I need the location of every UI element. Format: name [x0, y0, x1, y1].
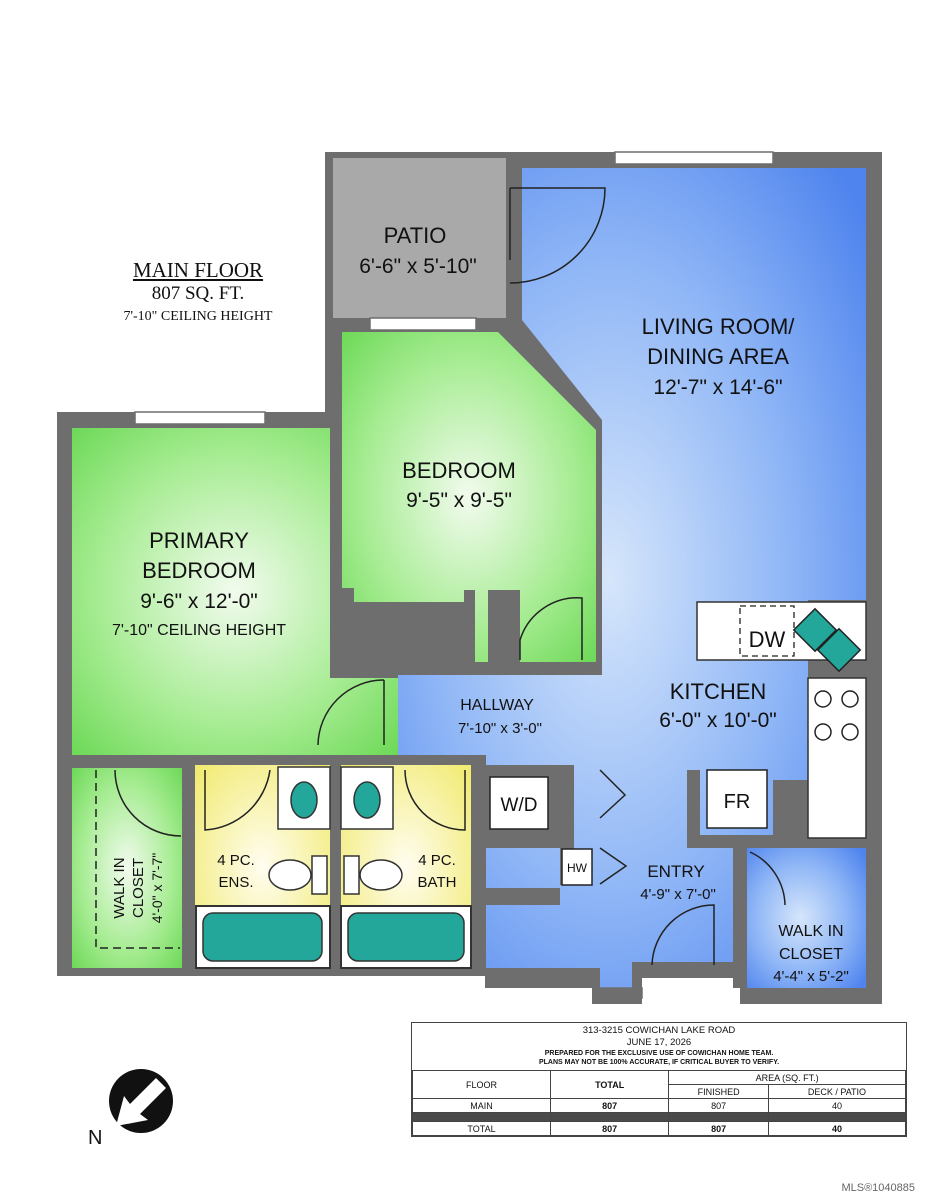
row-deck: 40 [767, 1098, 907, 1113]
ensuite-name-1: 4 PC. [217, 852, 255, 869]
table-row: TOTAL 807 807 40 [411, 1121, 907, 1136]
walkin-left-name-2: CLOSET [130, 858, 147, 918]
patio-door-icon [509, 187, 606, 284]
bath-toilet-icon [343, 855, 403, 895]
walkin-left-name-1: WALK IN [111, 857, 128, 918]
bath-sink-icon [353, 781, 381, 819]
bath-name-1: 4 PC. [418, 852, 456, 869]
bath-partition [330, 765, 341, 968]
kitchen-dim: 6'-0" x 10'-0" [659, 709, 776, 732]
ensuite-name-2: ENS. [218, 874, 253, 891]
total-total: 807 [550, 1121, 670, 1136]
closet-door-icon [114, 769, 182, 837]
info-date: JUNE 17, 2026 [626, 1037, 692, 1048]
ensuite-toilet-icon [268, 855, 328, 895]
floor-area: 807 SQ. FT. [151, 283, 245, 304]
entry-name: ENTRY [647, 862, 704, 881]
primary-bedroom [72, 428, 398, 755]
hall-wall [470, 755, 486, 968]
bedroom-dim: 9'-5" x 9'-5" [406, 489, 512, 512]
washer-dryer-box [489, 776, 549, 830]
row-finished: 807 [668, 1098, 769, 1113]
walkin-left-shelf [95, 770, 180, 949]
dishwasher-box [739, 605, 795, 657]
ensuite-sink-icon [290, 781, 318, 819]
compass-label: N [88, 1127, 102, 1148]
th-finished: FINISHED [668, 1084, 769, 1099]
bedroom [342, 332, 596, 662]
info-disclaimer: PLANS MAY NOT BE 100% ACCURATE, IF CRITI… [538, 1059, 780, 1066]
hot-water-box [561, 848, 593, 886]
walkin-right-closet [747, 848, 866, 988]
primary-dim: 9'-6" x 12'-0" [140, 590, 257, 613]
mls-number: MLS®1040885 [841, 1182, 915, 1194]
hw-label: HW [567, 861, 588, 875]
info-address: 313-3215 COWICHAN LAKE ROAD [582, 1025, 736, 1036]
patio-dim: 6'-6" x 5'-10" [359, 255, 476, 278]
fr-label: FR [724, 791, 751, 813]
primary-name-2: BEDROOM [142, 558, 256, 583]
area-table: FLOOR TOTAL AREA (SQ. FT.) FINISHED DECK… [411, 1070, 907, 1136]
walkin-right-name-1: WALK IN [778, 923, 843, 940]
floor-title-block: MAIN FLOOR 807 SQ. FT. 7'-10" CEILING HE… [108, 258, 288, 327]
ensuite-door-icon [204, 769, 271, 831]
floor-ceiling: 7'-10" CEILING HEIGHT [123, 309, 273, 324]
north-compass-icon: N [88, 1069, 173, 1148]
bath-name-2: BATH [418, 874, 457, 891]
bath-tub-basin [347, 912, 465, 962]
primary-ceiling: 7'-10" CEILING HEIGHT [112, 622, 286, 639]
hallway-dim: 7'-10" x 3'-0" [458, 720, 542, 737]
info-prepared: PREPARED FOR THE EXCLUSIVE USE OF COWICH… [544, 1050, 774, 1057]
info-header: 313-3215 COWICHAN LAKE ROAD JUNE 17, 202… [412, 1023, 906, 1070]
primary-name-1: PRIMARY [149, 528, 249, 553]
walkin-right-dim: 4'-4" x 5'-2" [773, 968, 849, 985]
th-floor: FLOOR [411, 1070, 552, 1099]
walkin-right-name-2: CLOSET [779, 946, 843, 963]
living-name-1: LIVING ROOM/ [642, 314, 796, 339]
bedroom-name: BEDROOM [402, 458, 516, 483]
walkin-left-closet [72, 768, 182, 968]
total-deck: 40 [767, 1121, 907, 1136]
wd-label: W/D [501, 795, 538, 816]
kitchen-name: KITCHEN [670, 679, 767, 704]
window-entry [593, 987, 643, 999]
primary-door-icon [317, 679, 385, 746]
entry-closet-wall [733, 848, 747, 988]
window-living [614, 151, 774, 165]
row-floor: MAIN [411, 1098, 552, 1113]
table-row: MAIN 807 807 40 [411, 1098, 907, 1113]
window-bedroom [369, 317, 477, 331]
walkin-left-dim: 4'-0" x 7'-7" [149, 853, 165, 924]
total-finished: 807 [668, 1121, 769, 1136]
living-name-2: DINING AREA [647, 344, 789, 369]
table-divider [411, 1112, 907, 1122]
bath-door-icon [404, 769, 466, 831]
total-floor: TOTAL [411, 1121, 552, 1136]
th-deck: DECK / PATIO [767, 1084, 907, 1099]
floor-name: MAIN FLOOR [132, 258, 264, 282]
bedroom-door-icon [519, 597, 583, 660]
th-total: TOTAL [550, 1070, 670, 1099]
wd-door-icon [599, 769, 627, 819]
row-total: 807 [550, 1098, 670, 1113]
ensuite-tub-basin [202, 912, 323, 962]
floor-plan: DW FR W/D HW PATIO 6'-6" x 5'-10" LIVING… [57, 151, 882, 1004]
kitchen-sink-icon [792, 607, 862, 673]
stove-icon [814, 690, 859, 741]
entry-dim: 4'-9" x 7'-0" [640, 886, 716, 903]
living-dim: 12'-7" x 14'-6" [653, 376, 782, 399]
window-primary [134, 411, 266, 425]
fridge-box [706, 769, 768, 829]
patio [333, 158, 506, 318]
patio-name: PATIO [384, 223, 447, 248]
dw-label: DW [749, 627, 786, 652]
th-area: AREA (SQ. FT.) [668, 1070, 906, 1085]
info-box: 313-3215 COWICHAN LAKE ROAD JUNE 17, 202… [411, 1022, 907, 1137]
entry-door-icon [651, 904, 715, 966]
hw-door-icon [599, 847, 628, 885]
walkin-right-door-icon [749, 851, 786, 906]
hallway-name: HALLWAY [460, 697, 534, 714]
